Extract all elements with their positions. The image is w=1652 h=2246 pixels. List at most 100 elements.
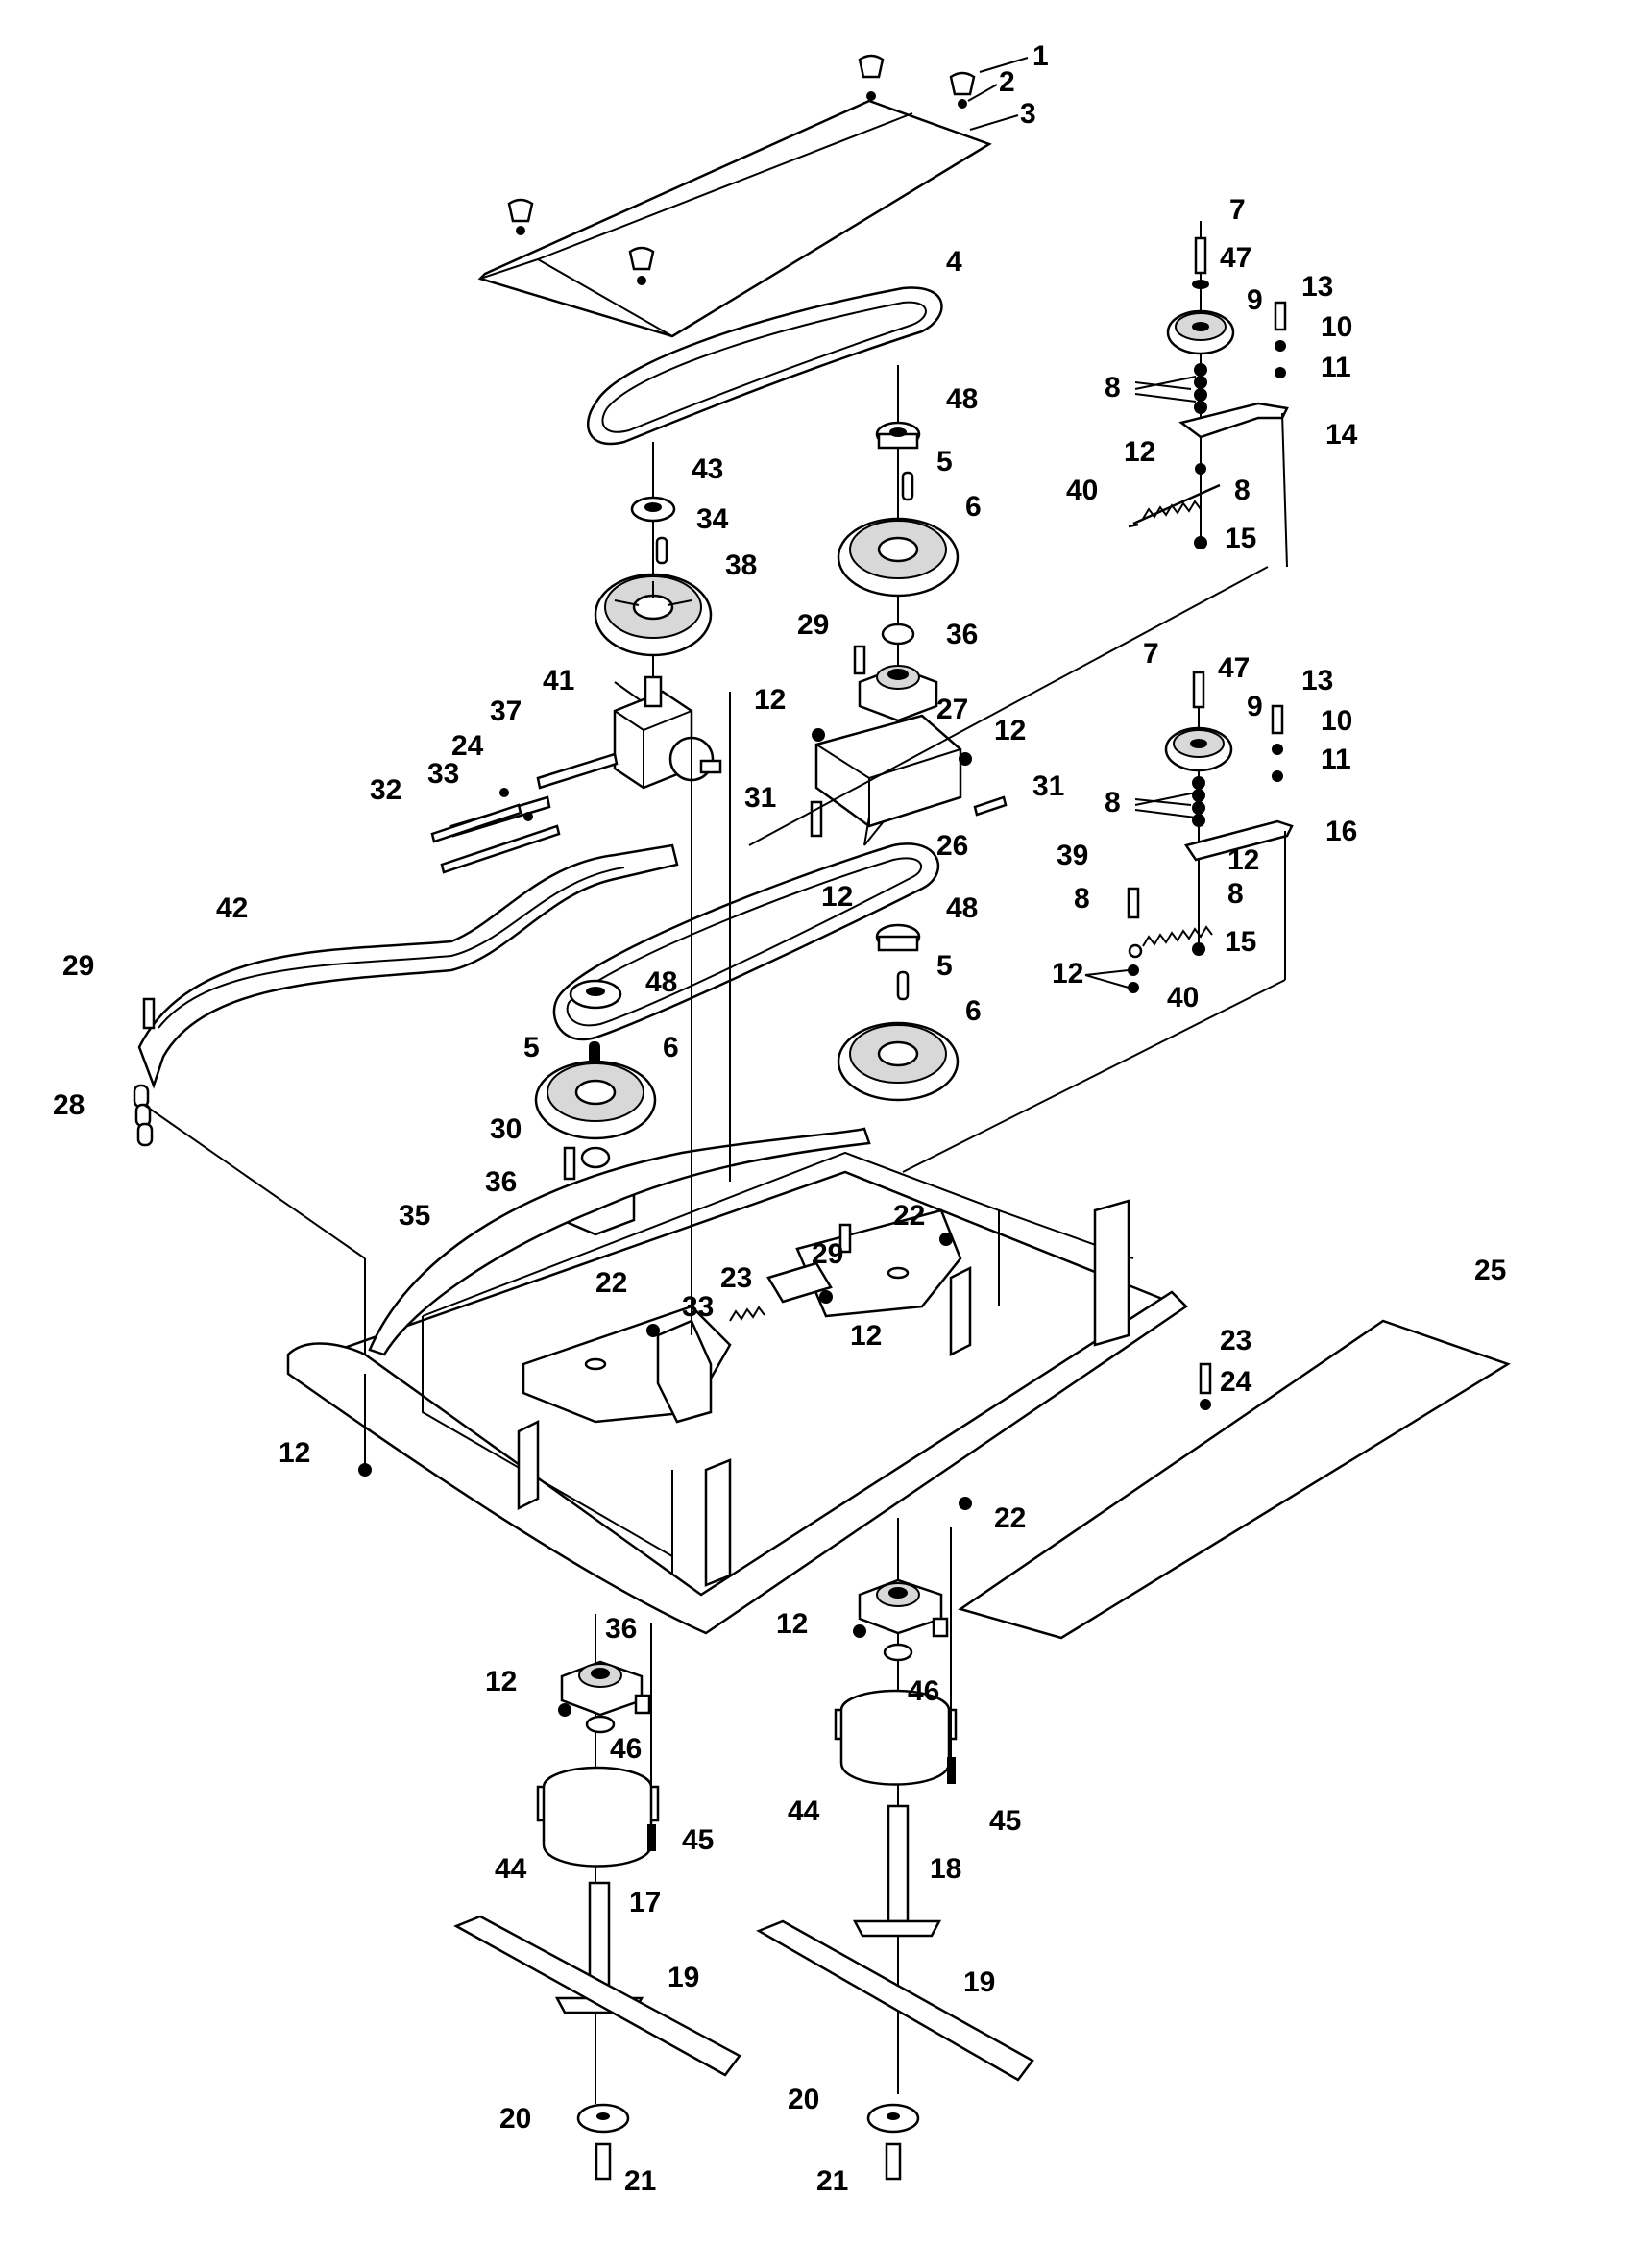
callout-48: 48 — [645, 966, 677, 998]
callout-20: 20 — [499, 2103, 531, 2135]
callout-27: 27 — [936, 694, 968, 725]
callout-8: 8 — [1227, 878, 1244, 910]
callout-20: 20 — [788, 2084, 819, 2115]
callout-41: 41 — [543, 665, 574, 696]
key-34 — [655, 536, 668, 565]
washers-8a — [1194, 363, 1207, 414]
washer-20a — [576, 2103, 630, 2134]
callout-43: 43 — [692, 453, 723, 485]
idler-arm-16 — [1183, 819, 1294, 862]
upper-belt — [587, 286, 943, 446]
fitting-46a — [634, 1694, 651, 1715]
callout-12: 12 — [821, 881, 853, 913]
callout-6: 6 — [663, 1032, 679, 1063]
bolt-45a — [647, 1824, 656, 1851]
spring-40a — [1128, 483, 1221, 528]
washers-8c — [1192, 776, 1205, 827]
callout-22: 22 — [595, 1267, 627, 1299]
callout-21: 21 — [816, 2165, 848, 2197]
tensioner-bracket — [729, 1261, 833, 1322]
idler-pulley-9b — [1164, 726, 1233, 772]
callout-31: 31 — [744, 782, 776, 814]
callout-22: 22 — [893, 1200, 925, 1232]
callout-5: 5 — [936, 950, 953, 982]
housing-44b — [834, 1689, 958, 1786]
callout-13: 13 — [1301, 665, 1333, 696]
callout-16: 16 — [1325, 816, 1357, 847]
callout-39: 39 — [1057, 840, 1088, 871]
callout-9: 9 — [1247, 284, 1263, 316]
bolt-21a — [595, 2142, 612, 2181]
callout-8: 8 — [1105, 372, 1121, 403]
callout-36: 36 — [605, 1613, 637, 1645]
callout-8: 8 — [1105, 787, 1121, 818]
callout-26: 26 — [936, 830, 968, 862]
bushing-48c — [875, 923, 921, 952]
callout-3: 3 — [1020, 98, 1036, 130]
callout-36: 36 — [485, 1166, 517, 1198]
callout-32: 32 — [370, 774, 401, 806]
callout-12: 12 — [279, 1437, 310, 1469]
bolt-7b — [1192, 671, 1205, 709]
pulley-38 — [594, 573, 713, 657]
callout-48: 48 — [946, 892, 978, 924]
callout-2: 2 — [999, 66, 1015, 98]
callout-48: 48 — [946, 383, 978, 415]
bushing-43 — [630, 496, 676, 523]
callout-46: 46 — [610, 1733, 642, 1765]
callout-19: 19 — [963, 1966, 995, 1998]
callout-23: 23 — [720, 1262, 752, 1294]
callout-1: 1 — [1032, 40, 1049, 72]
callout-33: 33 — [682, 1291, 714, 1323]
pulley-6b — [534, 1060, 657, 1140]
callout-45: 45 — [989, 1805, 1021, 1837]
mower-deck — [286, 1151, 1188, 1635]
top-cover — [477, 99, 992, 338]
lower-belt — [552, 842, 939, 1041]
callout-24: 24 — [451, 730, 484, 762]
callout-12: 12 — [776, 1608, 808, 1640]
callout-4: 4 — [946, 246, 962, 278]
bolt-45b — [947, 1757, 956, 1784]
key-5c — [896, 970, 910, 1001]
callout-8: 8 — [1074, 883, 1090, 915]
housing-44a — [536, 1766, 660, 1868]
blade-19a — [453, 1915, 741, 2077]
callout-42: 42 — [216, 892, 248, 924]
callout-5: 5 — [523, 1032, 540, 1063]
callout-30: 30 — [490, 1113, 522, 1145]
cover-knobs — [507, 54, 976, 285]
blade-19b — [756, 1919, 1034, 2082]
callout-38: 38 — [725, 549, 757, 581]
spindle-18 — [852, 1804, 942, 1938]
callout-34: 34 — [696, 503, 729, 535]
callout-10: 10 — [1321, 311, 1352, 343]
callout-11: 11 — [1321, 744, 1351, 775]
callout-14: 14 — [1325, 419, 1358, 451]
idler-pulley-9a — [1166, 309, 1235, 355]
callout-21: 21 — [624, 2165, 656, 2197]
callout-12: 12 — [754, 684, 786, 716]
callout-40: 40 — [1066, 475, 1098, 506]
washer-20b — [866, 2103, 920, 2134]
callout-36: 36 — [946, 619, 978, 650]
bolt-39 — [1127, 887, 1140, 919]
callout-37: 37 — [490, 696, 522, 727]
bolt-13b — [1271, 704, 1284, 782]
callout-35: 35 — [399, 1200, 430, 1232]
callout-44: 44 — [788, 1795, 820, 1827]
callout-8: 8 — [1234, 475, 1251, 506]
bolts-32-33-24 — [430, 788, 561, 874]
callout-12: 12 — [485, 1666, 517, 1697]
callout-12: 12 — [1227, 844, 1259, 876]
bolt-21b — [885, 2142, 902, 2181]
bearing-36c — [560, 1660, 644, 1717]
callout-47: 47 — [1220, 242, 1251, 274]
callout-9: 9 — [1247, 691, 1263, 722]
side-shield-25 — [958, 1319, 1511, 1640]
bolt-13a — [1274, 301, 1287, 378]
callout-47: 47 — [1218, 652, 1250, 684]
callout-19: 19 — [668, 1962, 699, 1993]
callout-24: 24 — [1220, 1366, 1252, 1398]
